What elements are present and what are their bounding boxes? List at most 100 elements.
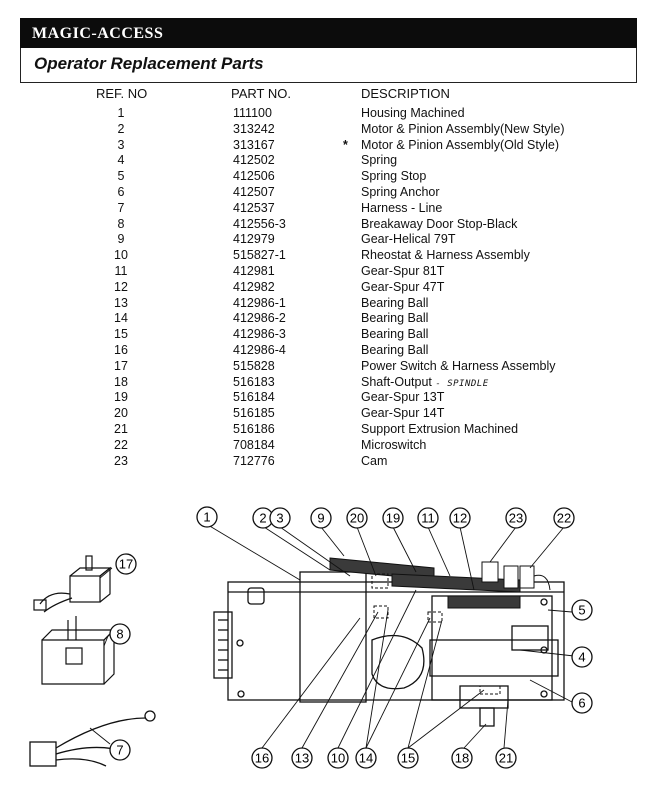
callout-22: 22 (553, 507, 575, 529)
callout-label: 15 (401, 751, 415, 766)
power-switch-drawing (33, 555, 112, 613)
part-description: Spring Stop (361, 168, 426, 184)
line-harness-drawing (29, 710, 156, 767)
part-number: 516184 (233, 390, 275, 405)
callout-7: 7 (109, 739, 131, 761)
callout-label: 16 (255, 751, 269, 766)
description-text: Power Switch & Harness Assembly (361, 358, 556, 373)
ref-number: 15 (114, 327, 128, 342)
description-text: Breakaway Door Stop-Black (361, 216, 518, 231)
part-number: 412506 (233, 169, 275, 184)
part-number: 412979 (233, 232, 275, 247)
parts-row: 13 412986-1 Bearing Ball (0, 295, 650, 311)
callout-19: 19 (382, 507, 404, 529)
part-description: Bearing Ball (361, 342, 428, 358)
description-text: Harness - Line (361, 200, 443, 215)
part-number: 412986-3 (233, 327, 286, 342)
ref-number: 17 (114, 358, 128, 373)
door-stop-drawing (41, 616, 116, 685)
part-number: 412537 (233, 200, 275, 215)
description-text: Spring Anchor (361, 185, 440, 199)
ref-number: 1 (117, 106, 125, 120)
part-number: 412981 (233, 264, 275, 278)
ref-number: 13 (114, 295, 128, 310)
callout-20: 20 (346, 507, 368, 529)
description-text: Gear-Spur 81T (361, 264, 445, 278)
column-header-description: DESCRIPTION (361, 86, 450, 101)
part-description: Shaft-Output - SPINDLE (361, 374, 489, 392)
part-description: Gear-Spur 47T (361, 279, 444, 295)
description-text: Bearing Ball (361, 343, 429, 357)
part-description: Gear-Spur 13T (361, 389, 444, 405)
callout-label: 7 (116, 743, 123, 758)
part-number: 412986-1 (233, 295, 286, 310)
part-description: Gear-Spur 81T (361, 263, 444, 279)
ref-number: 16 (114, 343, 128, 357)
ref-number: 5 (117, 169, 125, 184)
description-text: Microswitch (361, 437, 427, 452)
part-number: 412556-3 (233, 216, 286, 231)
page-title: Operator Replacement Parts (34, 54, 264, 73)
callout-18: 18 (451, 747, 473, 769)
callout-label: 23 (509, 511, 523, 526)
description-text: Bearing Ball (361, 311, 429, 326)
ref-number: 19 (114, 390, 128, 405)
callout-5: 5 (571, 599, 593, 621)
part-number: 516183 (233, 374, 275, 389)
description-text: Support Extrusion Machined (361, 422, 519, 436)
part-number: 412502 (233, 153, 275, 168)
ref-number: 18 (114, 374, 128, 389)
callout-label: 8 (116, 627, 123, 642)
column-header-part: PART NO. (231, 86, 291, 101)
part-description: Spring Anchor (361, 184, 440, 200)
part-description: Spring (361, 152, 397, 168)
callout-label: 17 (119, 557, 133, 572)
callout-1: 1 (196, 506, 218, 528)
ref-number: 14 (114, 311, 128, 326)
part-number: 708184 (233, 437, 275, 452)
callout-14: 14 (355, 747, 377, 769)
part-description: Gear-Helical 79T (361, 231, 455, 247)
callout-label: 11 (421, 511, 435, 526)
housing-drawing (213, 571, 565, 727)
callout-label: 22 (557, 511, 571, 526)
part-description: Support Extrusion Machined (361, 421, 518, 437)
callout-17: 17 (115, 553, 137, 575)
callout-21: 21 (495, 747, 517, 769)
ref-number: 3 (117, 137, 125, 152)
callout-label: 10 (331, 751, 345, 766)
callout-label: 13 (295, 751, 309, 766)
part-description: Housing Machined (361, 105, 465, 121)
callout-11: 11 (417, 507, 439, 529)
callout-label: 9 (317, 511, 324, 526)
part-description: Cam (361, 453, 387, 469)
description-text: Housing Machined (361, 106, 465, 120)
part-description: Motor & Pinion Assembly(New Style) (361, 121, 565, 137)
part-description: Bearing Ball (361, 310, 428, 326)
part-number: 313167 (233, 137, 275, 152)
description-text: Motor & Pinion Assembly(Old Style) (361, 137, 559, 152)
part-description: Gear-Spur 14T (361, 405, 444, 421)
callout-12: 12 (449, 507, 471, 529)
parts-row: 19 516184 Gear-Spur 13T (0, 389, 650, 405)
part-description: Power Switch & Harness Assembly (361, 358, 556, 374)
part-description: Motor & Pinion Assembly(Old Style) (361, 137, 559, 153)
ref-number: 4 (117, 153, 125, 168)
part-number: 515828 (233, 358, 275, 373)
column-header-ref: REF. NO (96, 86, 148, 101)
callout-label: 3 (276, 511, 283, 526)
description-text: Gear-Spur 14T (361, 406, 445, 421)
callout-label: 20 (350, 511, 364, 526)
part-description: Bearing Ball (361, 295, 428, 311)
